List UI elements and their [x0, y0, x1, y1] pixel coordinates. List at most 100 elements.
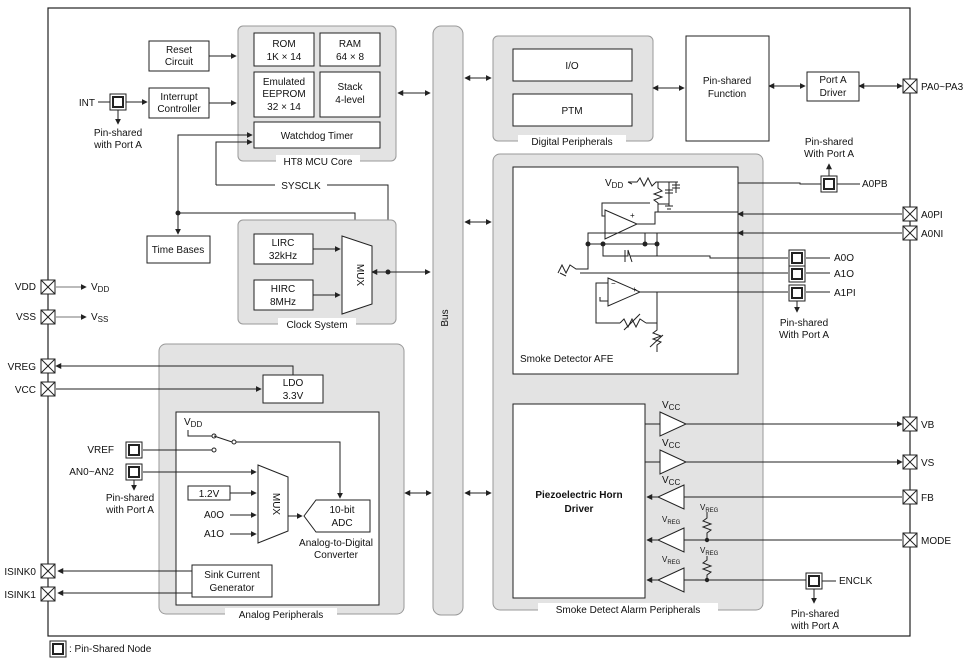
svg-text:HIRC: HIRC — [271, 284, 295, 295]
svg-text:VREG: VREG — [662, 515, 681, 526]
stack-block: Stack 4-level — [319, 71, 381, 118]
smoke-alarm-caption: Smoke Detect Alarm Peripherals — [538, 603, 718, 616]
svg-text:A1PI: A1PI — [834, 288, 856, 299]
svg-text:VREG: VREG — [700, 503, 719, 514]
svg-text:+: + — [630, 211, 635, 220]
pin-mode: MODE — [902, 532, 951, 548]
svg-text:A0NI: A0NI — [921, 229, 943, 240]
internal-vss-label: VSS — [91, 312, 108, 324]
pin-vcc: VCC — [15, 381, 56, 397]
pin-enclk: ENCLK — [805, 572, 873, 590]
svg-text:ISINK0: ISINK0 — [4, 567, 36, 578]
pin-isink0: ISINK0 — [4, 563, 56, 579]
svg-text:Reset: Reset — [166, 45, 192, 56]
svg-text:With Port A: With Port A — [779, 330, 829, 341]
ptm-block: PTM — [512, 93, 633, 127]
smoke-afe-label: Smoke Detector AFE — [520, 354, 614, 365]
adc-input-a1o: A1O — [204, 529, 224, 540]
svg-text:10-bit: 10-bit — [329, 505, 354, 516]
pin-a0pi: A0PI — [902, 206, 943, 222]
svg-text:VCC: VCC — [15, 385, 36, 396]
svg-text:with Port A: with Port A — [93, 140, 142, 151]
pin-int-label: INT — [79, 98, 95, 109]
svg-text:32kHz: 32kHz — [269, 251, 297, 262]
piezo-horn-driver: Piezoelectric Horn Driver — [512, 403, 646, 599]
svg-text:MODE: MODE — [921, 536, 951, 547]
svg-text:−: − — [611, 279, 616, 288]
svg-text:ISINK1: ISINK1 — [4, 590, 36, 601]
opamp-a0 — [604, 209, 639, 240]
svg-text:3.3V: 3.3V — [283, 391, 304, 402]
svg-text:HT8 MCU Core: HT8 MCU Core — [284, 157, 353, 168]
svg-text:MUX: MUX — [354, 264, 365, 287]
bus-label: Bus — [440, 309, 451, 326]
svg-text:ENCLK: ENCLK — [839, 576, 873, 587]
svg-text:Driver: Driver — [565, 504, 594, 515]
interrupt-controller: Interrupt Controller — [148, 87, 210, 119]
svg-text:Digital Peripherals: Digital Peripherals — [531, 137, 612, 148]
svg-text:EEPROM: EEPROM — [262, 89, 305, 100]
svg-text:Circuit: Circuit — [165, 57, 194, 68]
pin-a0o: A0O — [788, 249, 854, 267]
pin-vdd: VDD — [15, 279, 56, 295]
svg-text:VCC: VCC — [662, 438, 680, 450]
svg-text:LIRC: LIRC — [272, 238, 295, 249]
svg-text:with Port A: with Port A — [105, 505, 154, 516]
svg-text:MUX: MUX — [270, 493, 281, 516]
svg-text:Function: Function — [708, 89, 746, 100]
svg-text:with Port A: with Port A — [790, 621, 839, 632]
digital-peripherals-caption: Digital Peripherals — [518, 135, 626, 148]
svg-text:Pin-shared: Pin-shared — [106, 493, 154, 504]
svg-text:Stack: Stack — [337, 82, 363, 93]
sysclk-label: SYSCLK — [281, 181, 321, 192]
adc-10bit: 10-bit ADC — [303, 499, 371, 533]
io-block: I/O — [512, 48, 633, 82]
svg-text:Smoke Detect Alarm Peripherals: Smoke Detect Alarm Peripherals — [556, 605, 701, 616]
afe-vdd-label: VDD — [605, 178, 623, 190]
svg-text:Port A: Port A — [819, 75, 847, 86]
svg-text:1.2V: 1.2V — [199, 489, 220, 500]
svg-text:ADC: ADC — [331, 518, 352, 529]
pin-an: AN0~AN2 — [69, 463, 143, 481]
pin-a0ni: A0NI — [902, 225, 943, 241]
adc-input-a0o: A0O — [204, 510, 224, 521]
svg-text:With Port A: With Port A — [804, 149, 854, 160]
svg-text:PTM: PTM — [561, 106, 582, 117]
svg-text:LDO: LDO — [283, 378, 304, 389]
hirc-oscillator: HIRC 8MHz — [253, 279, 314, 311]
svg-text:AN0~AN2: AN0~AN2 — [69, 467, 114, 478]
pin-vss: VSS — [16, 309, 56, 325]
system-bus — [432, 25, 464, 616]
clock-mux: MUX — [341, 235, 373, 315]
pin-a1pi: A1PI — [788, 284, 856, 302]
svg-text:VREF: VREF — [87, 445, 114, 456]
opamp-a1 — [607, 277, 642, 307]
svg-text:Emulated: Emulated — [263, 77, 305, 88]
pin-a1o: A1O — [788, 265, 854, 283]
pin-fb: FB — [902, 489, 934, 505]
ram-block: RAM 64 × 8 — [319, 32, 381, 67]
clock-system-caption: Clock System — [278, 318, 356, 331]
svg-text:VDD: VDD — [15, 282, 36, 293]
lirc-oscillator: LIRC 32kHz — [253, 233, 314, 265]
svg-text:Pin-shared: Pin-shared — [780, 318, 828, 329]
pin-vref: VREF — [87, 441, 143, 459]
svg-text:Pin-shared: Pin-shared — [791, 609, 839, 620]
legend-pin-shared-node: : Pin-Shared Node — [49, 640, 152, 658]
svg-text:VS: VS — [921, 458, 935, 469]
svg-text:ROM: ROM — [272, 39, 295, 50]
svg-text:VREG: VREG — [8, 362, 37, 373]
svg-text:I/O: I/O — [565, 61, 579, 72]
svg-text:Piezoelectric Horn: Piezoelectric Horn — [535, 490, 622, 501]
svg-text:VCC: VCC — [662, 400, 680, 412]
reset-circuit: Reset Circuit — [148, 40, 210, 72]
time-bases: Time Bases — [146, 235, 211, 264]
svg-text:Pin-shared: Pin-shared — [805, 137, 853, 148]
svg-text:RAM: RAM — [339, 39, 361, 50]
svg-text:64 × 8: 64 × 8 — [336, 52, 365, 63]
svg-text:Controller: Controller — [157, 104, 201, 115]
svg-text:Interrupt: Interrupt — [160, 92, 197, 103]
pin-shared-function: Pin-shared Function — [685, 35, 770, 142]
svg-text:Sink Current: Sink Current — [204, 570, 260, 581]
svg-text:8MHz: 8MHz — [270, 297, 296, 308]
